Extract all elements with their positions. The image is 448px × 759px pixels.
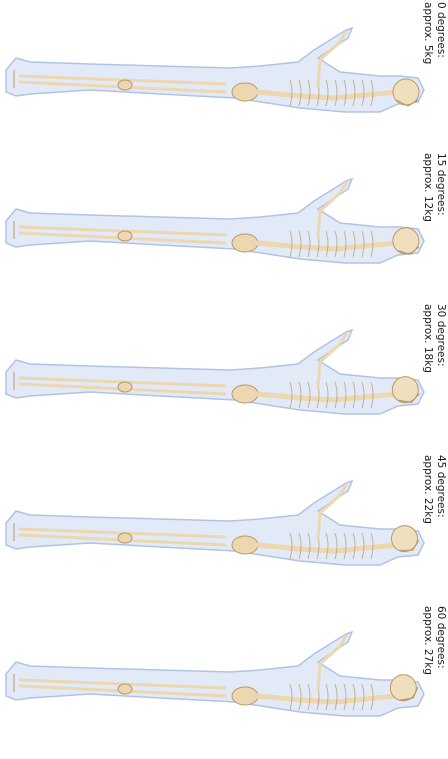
- angle-label: 60 degrees:: [434, 606, 447, 757]
- skeleton-illustration-30: [0, 302, 448, 453]
- skeleton-illustration-15: [0, 151, 448, 302]
- skeleton-illustration-0: [0, 0, 448, 151]
- panel-caption: 45 degrees: approx. 22kg: [413, 455, 447, 606]
- load-label: approx. 5kg: [421, 2, 434, 153]
- posture-panel-15-degrees: 15 degrees: approx. 12kg: [0, 151, 448, 302]
- angle-label: 30 degrees:: [434, 304, 447, 455]
- posture-panel-45-degrees: 45 degrees: approx. 22kg: [0, 453, 448, 604]
- skeleton-illustration-60: [0, 604, 448, 755]
- load-label: approx. 22kg: [421, 455, 434, 606]
- panel-caption: 30 degrees: approx. 18kg: [413, 304, 447, 455]
- panel-caption: 0 degrees: approx. 5kg: [413, 2, 447, 153]
- load-label: approx. 27kg: [421, 606, 434, 757]
- posture-panel-0-degrees: 0 degrees: approx. 5kg: [0, 0, 448, 151]
- panel-caption: 15 degrees: approx. 12kg: [413, 153, 447, 304]
- skeleton-illustration-45: [0, 453, 448, 604]
- posture-panel-30-degrees: 30 degrees: approx. 18kg: [0, 302, 448, 453]
- load-label: approx. 12kg: [421, 153, 434, 304]
- posture-panel-60-degrees: 60 degrees: approx. 27kg: [0, 604, 448, 755]
- panel-caption: 60 degrees: approx. 27kg: [413, 606, 447, 757]
- angle-label: 45 degrees:: [434, 455, 447, 606]
- angle-label: 15 degrees:: [434, 153, 447, 304]
- load-label: approx. 18kg: [421, 304, 434, 455]
- angle-label: 0 degrees:: [434, 2, 447, 153]
